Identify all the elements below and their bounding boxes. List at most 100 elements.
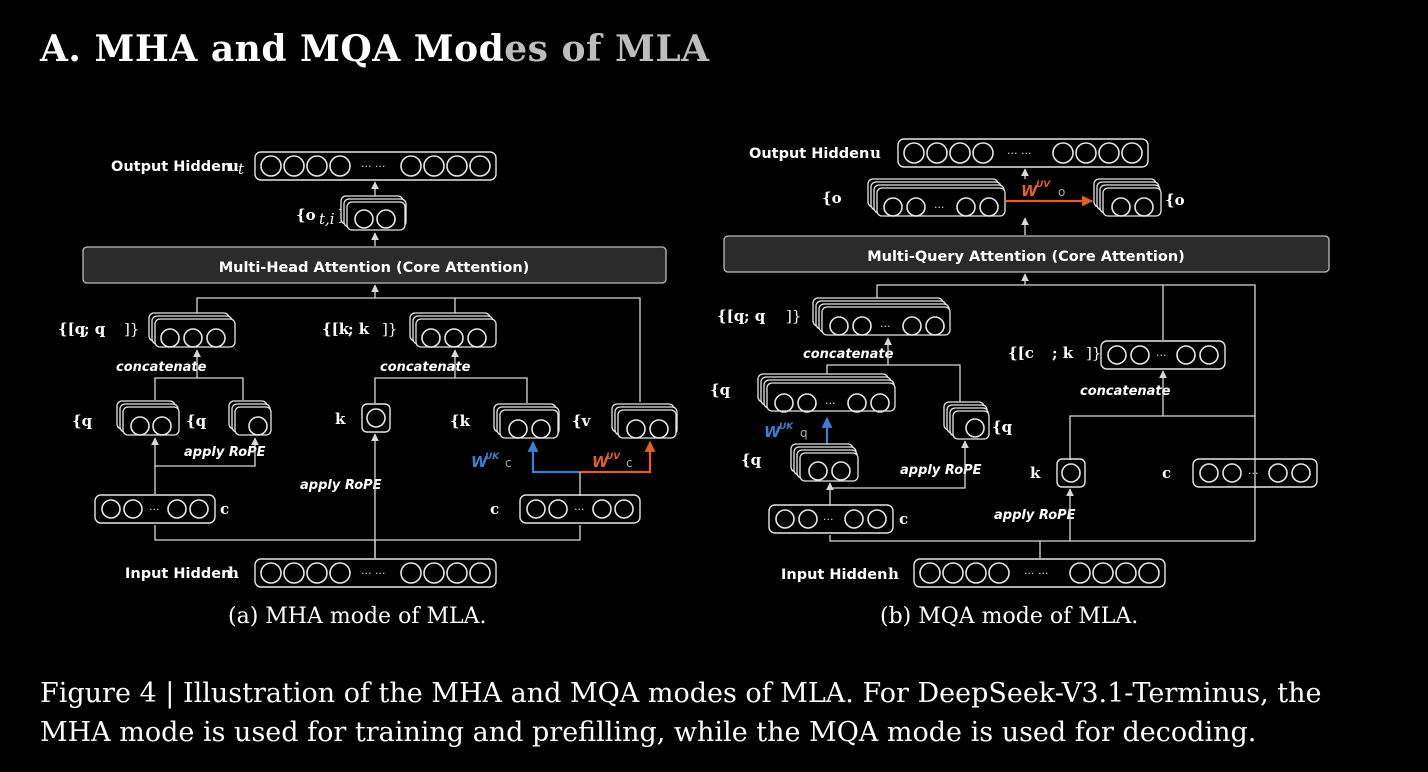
a-vc-stack xyxy=(611,403,678,439)
b-qa-stack xyxy=(757,373,896,413)
b-qa2-dots: ··· xyxy=(825,397,836,410)
b-attention-label: Multi-Query Attention (Core Attention) xyxy=(867,249,1185,265)
panel-a-caption: (a) MHA mode of MLA. xyxy=(228,604,487,629)
a-qc-stack xyxy=(116,400,180,436)
b-wuk-label: W xyxy=(764,423,782,441)
svg-text:UK: UK xyxy=(779,422,794,432)
a-wuv-label: W xyxy=(592,453,610,471)
panel-b-caption: (b) MQA mode of MLA. xyxy=(880,604,1139,629)
b-input-vector xyxy=(913,558,1166,588)
b-attention-box xyxy=(723,235,1330,273)
b-kr-label: k xyxy=(1030,464,1041,482)
mla-figure: Output Hidden u t ··· ··· {o t,i } Multi… xyxy=(58,138,1330,588)
b-qaconcat-label: {[q xyxy=(717,307,745,325)
a-concat1: concatenate xyxy=(116,360,207,375)
a-attention-box xyxy=(82,246,667,284)
section-title-part3: LA xyxy=(655,28,710,70)
svg-text:; q: ; q xyxy=(84,320,106,338)
a-concat2: concatenate xyxy=(380,360,471,375)
a-input-sym: h xyxy=(228,564,239,582)
a-kc-label: {k xyxy=(450,412,471,430)
svg-text:c: c xyxy=(505,456,512,470)
svg-text:; q: ; q xyxy=(744,307,766,325)
b-qc-stack xyxy=(790,443,859,482)
b-concat1: concatenate xyxy=(803,347,894,362)
svg-text:UV: UV xyxy=(1036,180,1051,190)
b-oc-stack xyxy=(867,178,1006,217)
b-o-stack xyxy=(1093,178,1162,217)
b-wuv-label: W xyxy=(1021,182,1039,200)
a-qr-stack xyxy=(228,400,272,436)
a-kconcat-stack xyxy=(409,312,497,348)
svg-text:]}: ]} xyxy=(786,307,801,325)
b-cq-vector xyxy=(768,504,894,534)
svg-text:]}: ]} xyxy=(1086,344,1101,362)
b-o-label: {o xyxy=(1165,191,1185,209)
b-qaconcat-stack xyxy=(812,297,951,336)
caption-line1: Illustration of the MHA and MQA modes of… xyxy=(182,678,1322,709)
a-wuv-arrow xyxy=(580,440,656,474)
a-output-dots: ··· ··· xyxy=(361,160,385,173)
b-kvconcat-vector xyxy=(1100,340,1226,370)
a-rope1: apply RoPE xyxy=(184,445,266,460)
a-qconcat-stack xyxy=(148,312,236,348)
a-cq-dots: ··· xyxy=(149,503,160,516)
a-input-label: Input Hidden xyxy=(125,566,231,582)
a-kr-label: k xyxy=(335,410,346,428)
a-qconcat-label: {[q xyxy=(58,320,86,338)
a-cq-label: c xyxy=(220,500,229,518)
a-o-label: {o xyxy=(296,206,316,224)
a-output-vector xyxy=(254,151,497,181)
b-qr-label: {q xyxy=(992,418,1013,436)
b-ckv-label: c xyxy=(1162,464,1171,482)
panel-a: Output Hidden u t ··· ··· {o t,i } Multi… xyxy=(58,151,678,588)
section-number: A. xyxy=(40,28,82,70)
b-input-sym: h xyxy=(888,565,899,583)
a-kconcat-label: {[k xyxy=(322,320,350,338)
a-rope2: apply RoPE xyxy=(300,478,382,493)
b-concat2: concatenate xyxy=(1080,384,1171,399)
a-qc-label: {q xyxy=(72,412,93,430)
section-title-part1: MHA and MQA Mod xyxy=(94,28,505,70)
a-attention-label: Multi-Head Attention (Core Attention) xyxy=(219,260,530,276)
b-output-vector xyxy=(897,138,1149,168)
svg-text:o: o xyxy=(1058,185,1065,199)
a-ckv-vector xyxy=(519,494,641,524)
a-ckv-label: c xyxy=(490,500,499,518)
section-title-part2: es of M xyxy=(504,28,656,70)
b-oc-dots: ··· xyxy=(934,201,945,214)
b-qa-dots: ··· xyxy=(880,320,891,333)
b-rope1: apply RoPE xyxy=(900,463,982,478)
a-cq-vector xyxy=(94,494,216,524)
b-kv-dots: ··· xyxy=(1156,349,1167,362)
a-wuk-label: W xyxy=(471,453,489,471)
a-input-dots: ··· ··· xyxy=(361,567,385,580)
svg-text:q: q xyxy=(800,426,808,440)
svg-text:; k: ; k xyxy=(1052,344,1074,362)
b-ckv-vector xyxy=(1192,458,1318,488)
a-output-label: Output Hidden xyxy=(111,159,231,175)
panel-b: Output Hidden u ··· ··· {o ··· W UV o xyxy=(710,138,1330,588)
svg-text:]}: ]} xyxy=(124,320,139,338)
b-cq-dots: ··· xyxy=(823,513,834,526)
b-input-dots: ··· ··· xyxy=(1024,567,1048,580)
a-o-sub: t,i xyxy=(319,210,335,228)
b-output-dots: ··· ··· xyxy=(1007,147,1031,160)
b-kvconcat-label: {[c xyxy=(1008,344,1034,362)
a-o-stack xyxy=(340,195,407,231)
a-ckv-dots: ··· xyxy=(574,503,585,516)
b-qa-label: {q xyxy=(710,381,731,399)
a-input-vector xyxy=(254,558,497,588)
svg-text:; k: ; k xyxy=(348,320,370,338)
a-wuk-arrow xyxy=(527,440,580,474)
figure-label: Figure 4 | xyxy=(40,678,175,709)
b-output-sym: u xyxy=(870,144,881,162)
b-input-label: Input Hidden xyxy=(781,567,887,583)
svg-text:UV: UV xyxy=(606,452,621,462)
b-kr-box xyxy=(1056,458,1086,488)
b-cq-label: c xyxy=(899,510,908,528)
b-rope2: apply RoPE xyxy=(994,508,1076,523)
b-qr-stack xyxy=(943,401,990,440)
caption-line2: MHA mode is used for training and prefil… xyxy=(40,717,1257,748)
a-kc-stack xyxy=(493,403,560,439)
